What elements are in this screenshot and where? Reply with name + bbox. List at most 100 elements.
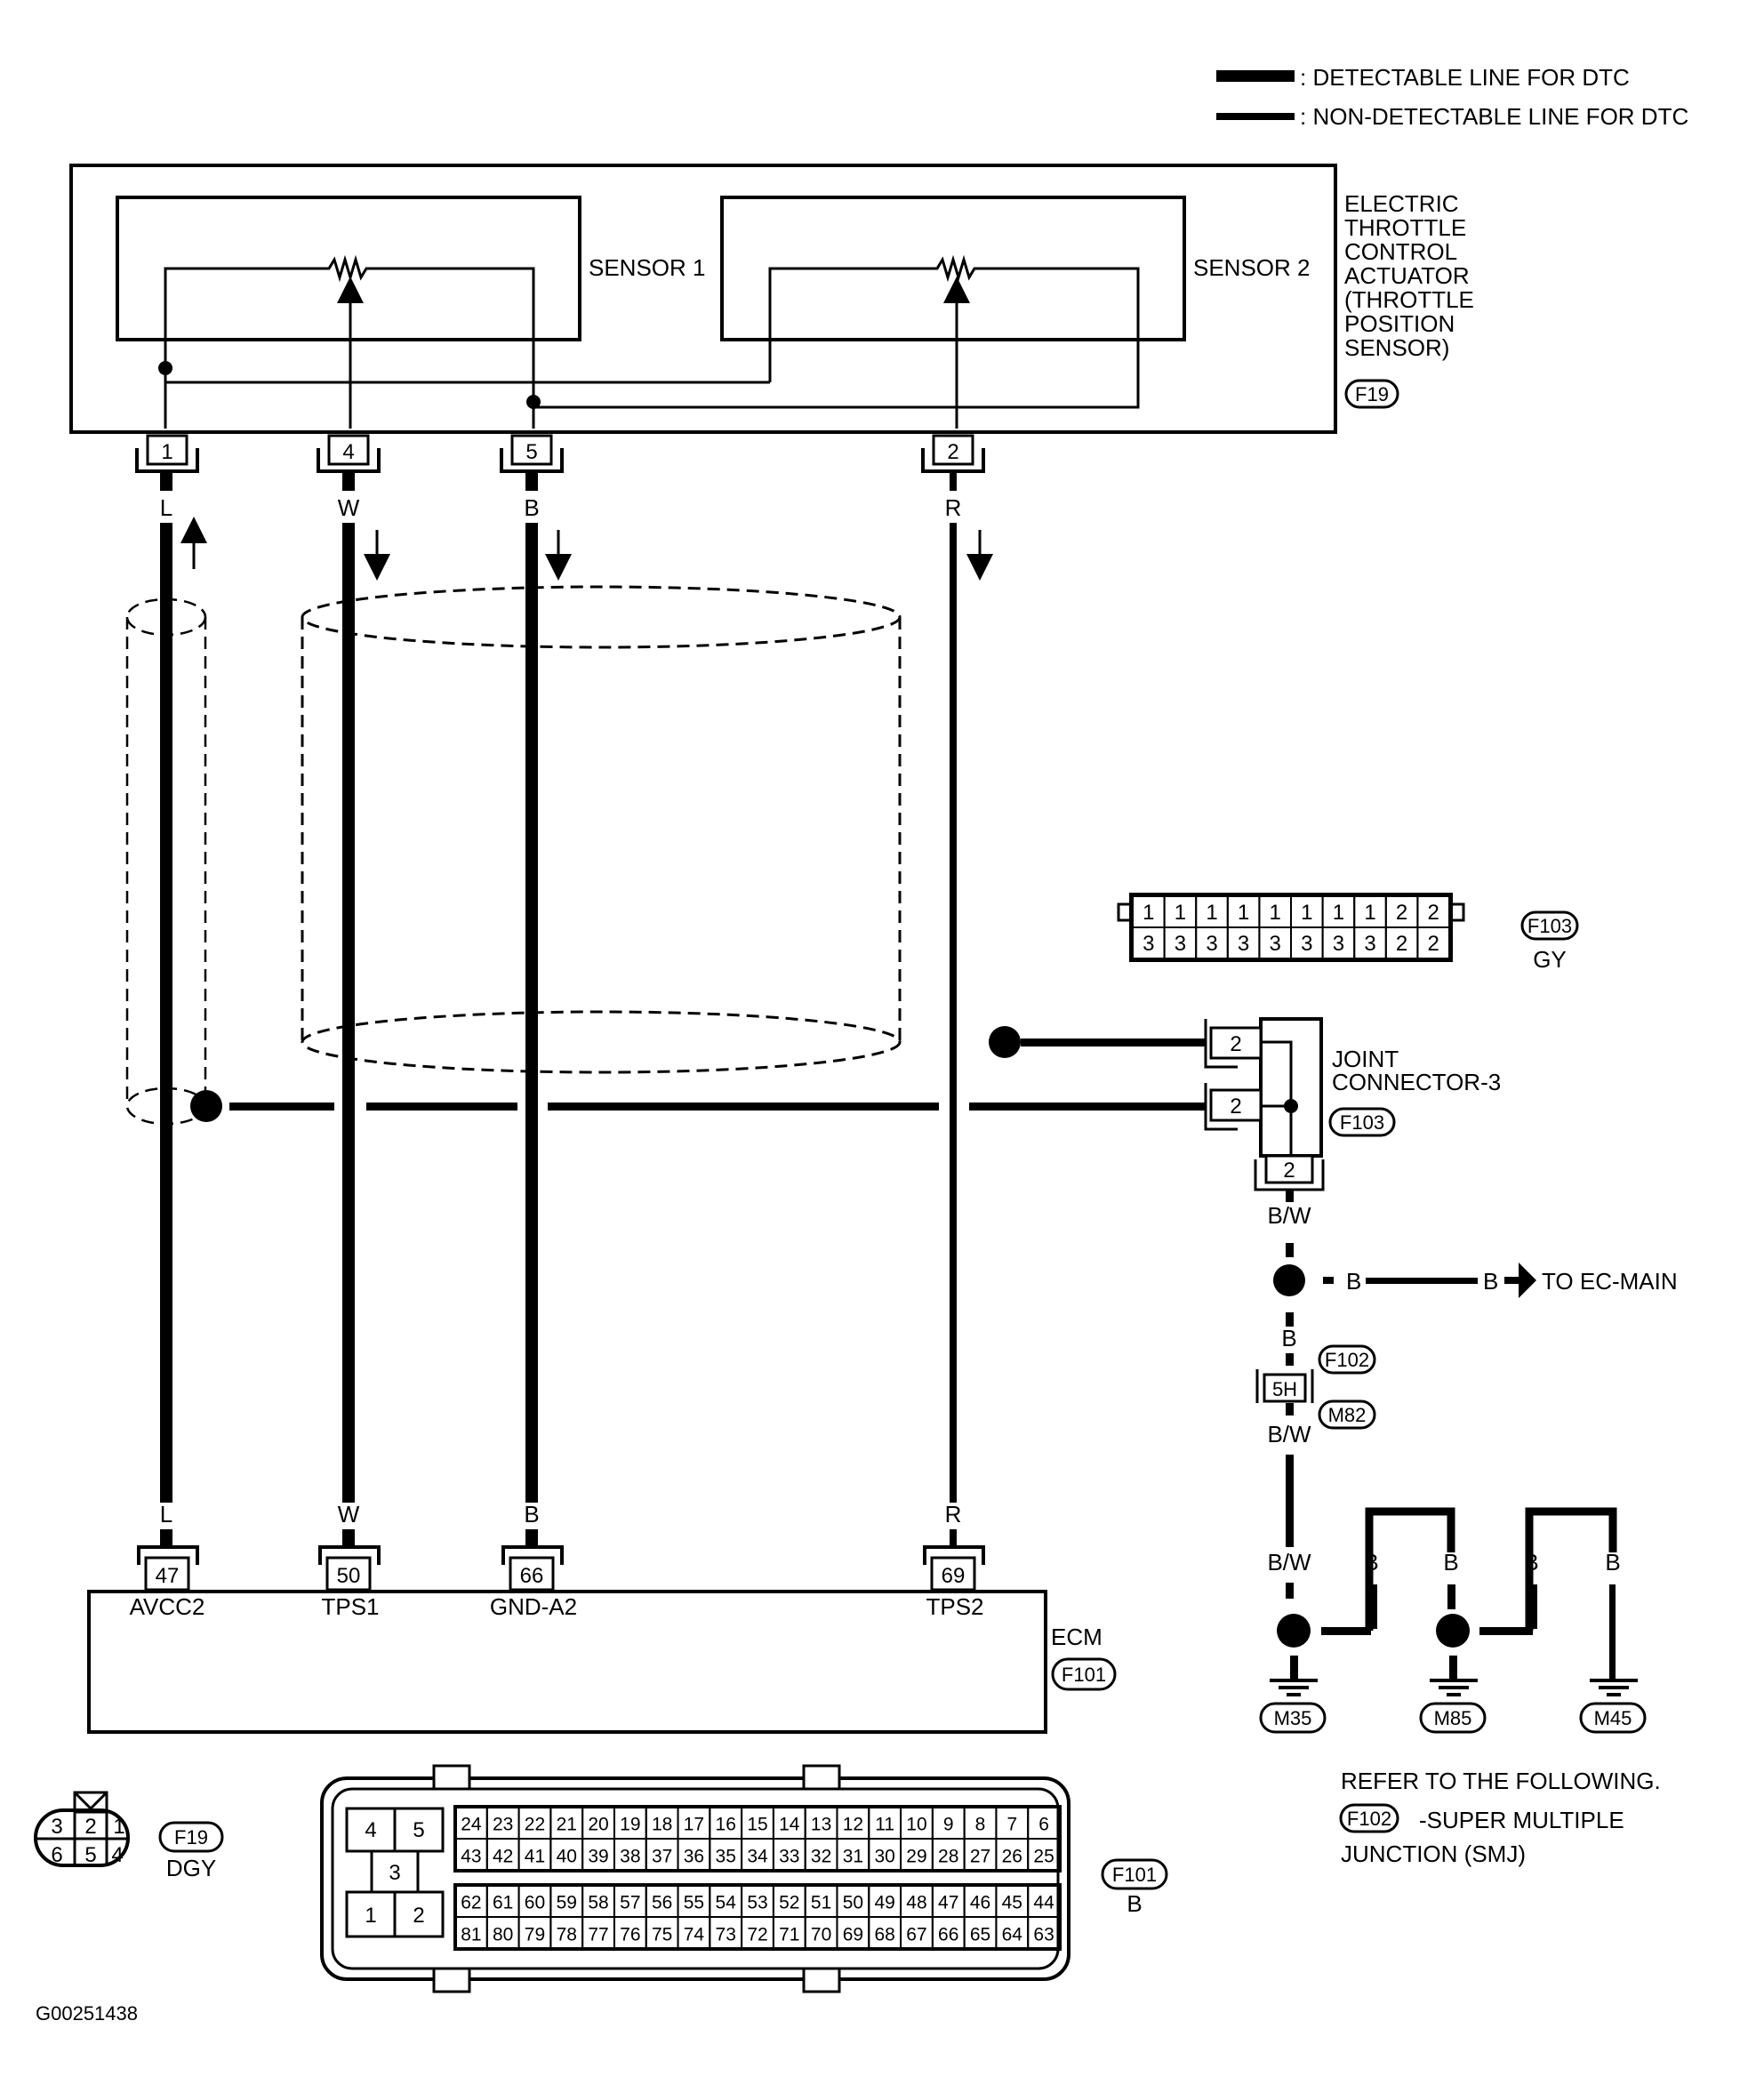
svg-text:1: 1 <box>113 1815 124 1839</box>
connector-cell-label: 6 <box>1038 1815 1049 1835</box>
connector-cell-label: 64 <box>1002 1925 1023 1945</box>
svg-text:-SUPER MULTIPLE: -SUPER MULTIPLE <box>1419 1807 1624 1833</box>
sensor2-box <box>720 196 1186 341</box>
connector-cell-label: 55 <box>684 1893 704 1913</box>
connector-cell-label: 63 <box>1033 1925 1054 1945</box>
svg-text:50: 50 <box>337 1564 361 1588</box>
splice-dot <box>526 395 541 409</box>
shield-large <box>301 585 902 1074</box>
actuator-connector-id: F19 <box>1355 383 1389 405</box>
connector-cell-label: 10 <box>906 1815 926 1835</box>
connector-cell-label: 54 <box>716 1893 737 1913</box>
shield-drain-dot <box>989 1026 1021 1058</box>
svg-text:B: B <box>1483 1268 1498 1295</box>
smj-pin: 5H <box>1272 1378 1297 1400</box>
wire-l: L L <box>160 471 207 1547</box>
joint-connector-id: F103 <box>1340 1111 1384 1134</box>
connector-cell-label: 14 <box>779 1815 800 1835</box>
wire-color-label: R <box>945 1501 962 1528</box>
ground-id: M35 <box>1274 1707 1312 1729</box>
connector-cell-label: 11 <box>875 1815 894 1835</box>
figure-code: G00251438 <box>36 2002 138 2025</box>
connector-cell-label: 59 <box>557 1893 577 1913</box>
connector-cell-label: 24 <box>461 1815 482 1835</box>
actuator-box <box>69 164 1337 434</box>
sensor1-potentiometer <box>164 254 535 429</box>
connector-cell-label: 70 <box>811 1925 831 1945</box>
wire-color-label: L <box>160 494 172 521</box>
connector-cell-label: 49 <box>874 1893 894 1913</box>
sensor2-potentiometer <box>535 254 1140 409</box>
wire-w: W W <box>338 471 390 1547</box>
connector-cell-label: 56 <box>652 1893 672 1913</box>
to-ec-main-label: TO EC-MAIN <box>1542 1268 1678 1295</box>
svg-text:2: 2 <box>1230 1032 1241 1056</box>
connector-cell-label: 40 <box>557 1847 577 1867</box>
svg-text:5: 5 <box>525 440 537 464</box>
connector-cell-label: 48 <box>906 1893 926 1913</box>
ground-symbol-icon <box>1430 1656 1478 1696</box>
connector-cell-label: 3 <box>1333 932 1344 956</box>
splice-dot <box>158 361 172 375</box>
svg-text:B: B <box>1281 1325 1296 1351</box>
svg-text:5: 5 <box>413 1818 424 1842</box>
actuator-pin-2: 2 <box>921 434 985 473</box>
svg-text:B/W: B/W <box>1267 1549 1311 1576</box>
sensor1-label: SENSOR 1 <box>589 254 706 281</box>
connector-cell-label: 2 <box>1396 901 1407 925</box>
ecm-terminal-label: TPS1 <box>321 1593 379 1620</box>
connector-cell-label: 81 <box>461 1925 481 1945</box>
svg-text:F19: F19 <box>174 1826 208 1848</box>
connector-cell-label: 46 <box>970 1893 990 1913</box>
connector-cell-label: 73 <box>716 1925 736 1945</box>
connector-cell-label: 75 <box>652 1925 672 1945</box>
connector-cell-label: 33 <box>779 1847 799 1867</box>
connector-cell-label: 77 <box>588 1925 608 1945</box>
actuator-title: ELECTRIC THROTTLE CONTROL ACTUATOR (THRO… <box>1344 190 1480 361</box>
connector-cell-label: 43 <box>461 1847 481 1867</box>
legend: : DETECTABLE LINE FOR DTC : NON-DETECTAB… <box>1216 64 1688 130</box>
connector-cell-label: 20 <box>588 1815 608 1835</box>
svg-text:5: 5 <box>84 1843 96 1867</box>
connector-cell-label: 2 <box>1428 901 1439 925</box>
connector-cell-label: 3 <box>1364 932 1375 956</box>
svg-text:B: B <box>1605 1549 1620 1576</box>
connector-cell-label: 51 <box>811 1893 831 1913</box>
connector-cell-label: 27 <box>970 1847 990 1867</box>
ground-id: M45 <box>1594 1707 1632 1729</box>
connector-cell-label: 76 <box>620 1925 640 1945</box>
connector-cell-label: 32 <box>811 1847 831 1867</box>
ecm: 47 AVCC2 50 TPS1 66 GND-A2 69 TPS2 ECM F… <box>87 1545 1117 1734</box>
connector-cell-label: 17 <box>684 1815 704 1835</box>
connector-cell-label: 72 <box>747 1925 767 1945</box>
connector-badge-f19 <box>1344 379 1399 409</box>
svg-text:GY: GY <box>1533 946 1567 973</box>
splice-dot <box>1277 1614 1311 1648</box>
svg-text:B: B <box>1523 1549 1538 1576</box>
connector-cell-label: 22 <box>525 1815 545 1835</box>
legend-detectable-text: : DETECTABLE LINE FOR DTC <box>1300 64 1630 91</box>
svg-text:69: 69 <box>942 1564 966 1588</box>
svg-text:F101: F101 <box>1112 1864 1157 1886</box>
svg-text:2: 2 <box>947 440 958 464</box>
arrow-right-icon <box>1519 1263 1536 1298</box>
ecm-terminal-label: GND-A2 <box>490 1593 577 1620</box>
ecm-terminal-label: TPS2 <box>926 1593 983 1620</box>
svg-text:B/W: B/W <box>1267 1202 1311 1229</box>
wire-r: R R <box>945 471 993 1547</box>
connector-cell-label: 31 <box>843 1847 863 1867</box>
connector-cell-label: 3 <box>1175 932 1186 956</box>
ecm-pin-66: 66 GND-A2 <box>490 1545 577 1620</box>
connector-cell-label: 7 <box>1006 1815 1017 1835</box>
ground-symbol-icon <box>1590 1679 1638 1696</box>
svg-text:66: 66 <box>520 1564 544 1588</box>
joint-connector-title: JOINT CONNECTOR-3 <box>1332 1046 1501 1095</box>
connector-cell-label: 68 <box>874 1925 894 1945</box>
svg-text:B: B <box>1363 1549 1378 1576</box>
connector-cell <box>1027 1838 1062 1872</box>
connector-cell-label: 52 <box>779 1893 799 1913</box>
f19-connector-face: 3 2 1 6 5 4 F19 DGY <box>34 1791 224 1881</box>
connector-cell-label: 9 <box>943 1815 954 1835</box>
svg-text:F103: F103 <box>1527 915 1572 937</box>
